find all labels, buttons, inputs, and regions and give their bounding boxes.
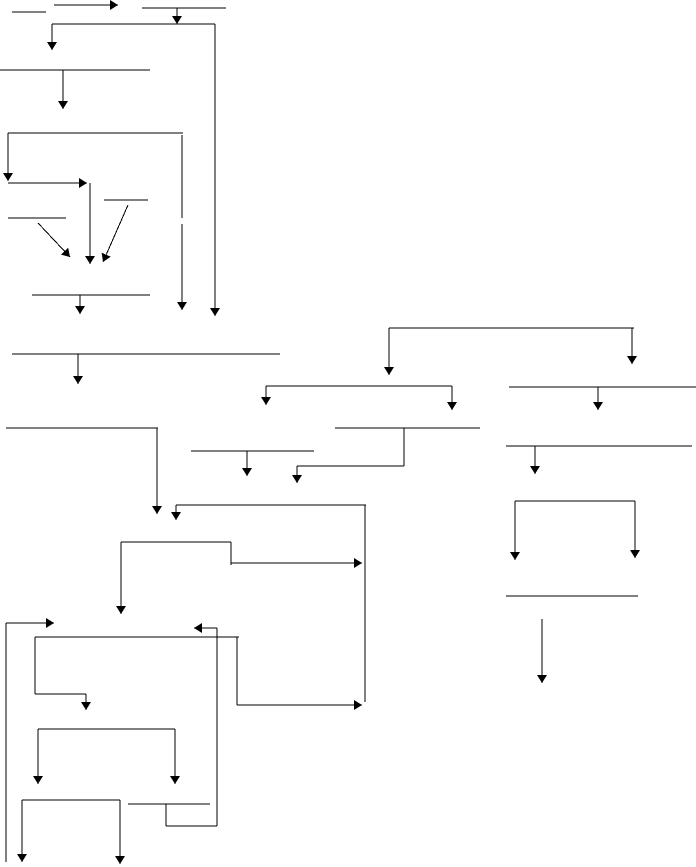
arrow-connector-16 [101, 204, 129, 263]
arrow-connector-18 [37, 222, 71, 258]
